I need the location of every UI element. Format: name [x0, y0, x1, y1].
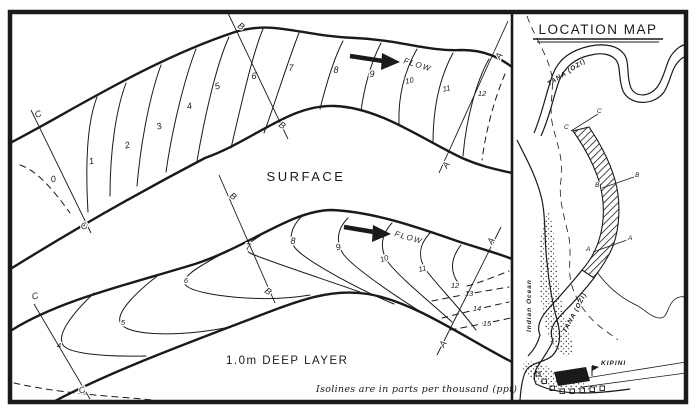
figure-caption: Isolines are in parts per thousand (ppt) [315, 384, 517, 395]
svg-text:11: 11 [417, 263, 427, 274]
deep-flow-arrow: FLOW [343, 224, 424, 246]
svg-text:5: 5 [214, 80, 222, 91]
map-dashed-boundary [526, 15, 619, 341]
kipini-settlement: KIPINI [535, 360, 687, 394]
svg-text:B: B [635, 172, 640, 179]
map-section-ticks: C C B B A A [563, 107, 641, 254]
svg-text:FLOW: FLOW [393, 229, 423, 246]
svg-text:3: 3 [155, 121, 163, 132]
location-map-title: LOCATION MAP [538, 22, 657, 37]
svg-text:C: C [564, 124, 569, 131]
figure-border [7, 9, 689, 405]
surface-isolines [19, 28, 506, 214]
svg-text:0: 0 [50, 174, 57, 185]
building-block [554, 367, 590, 386]
ocean-label: Indian Ocean [526, 279, 533, 332]
sand-spit-stipple [539, 212, 574, 357]
map-river-upper: TANA (OZI) [533, 43, 688, 137]
town-label: KIPINI [601, 360, 626, 367]
road [581, 372, 687, 388]
deep-isolines [61, 215, 512, 357]
svg-text:1: 1 [88, 156, 95, 167]
svg-text:2: 2 [123, 140, 131, 151]
svg-text:B: B [595, 182, 600, 189]
svg-text:4: 4 [186, 101, 193, 112]
svg-text:6: 6 [251, 71, 256, 81]
deep-dashed-shore [13, 382, 153, 401]
svg-text:12: 12 [478, 89, 487, 98]
svg-text:5: 5 [121, 318, 126, 327]
surface-isoline-labels: 0 1 2 3 4 5 6 7 8 9 10 11 12 [48, 62, 488, 187]
svg-text:14: 14 [473, 304, 481, 313]
svg-text:A: A [440, 160, 452, 171]
svg-text:C: C [597, 108, 602, 115]
surface-top-bank [10, 26, 514, 144]
svg-text:A: A [585, 246, 590, 253]
building-squares [535, 371, 605, 394]
svg-text:A: A [627, 235, 632, 242]
svg-text:B: B [228, 190, 239, 202]
surface-section-lines: C C B B A A [30, 10, 509, 234]
svg-text:7: 7 [288, 63, 294, 73]
svg-text:8: 8 [333, 65, 338, 75]
arrow-icon [372, 225, 391, 242]
location-map: LOCATION MAP TANA (OZI) TANA (OZI) India… [516, 15, 688, 401]
svg-text:C: C [30, 290, 40, 302]
deep-bottom-bank [53, 291, 514, 403]
svg-text:6: 6 [184, 276, 189, 285]
svg-text:7: 7 [245, 242, 251, 252]
surface-bottom-bank [10, 104, 514, 270]
svg-text:10: 10 [404, 75, 415, 86]
road [579, 361, 687, 380]
svg-text:11: 11 [442, 83, 451, 93]
svg-text:A: A [485, 236, 497, 247]
svg-text:15: 15 [483, 319, 492, 328]
deep-top-bank [10, 208, 514, 332]
map-river-hatched-reach [572, 126, 620, 279]
flag-icon [592, 365, 599, 371]
svg-text:9: 9 [369, 69, 374, 79]
surface-title: SURFACE [267, 169, 346, 184]
surface-flow-arrow: FLOW [349, 53, 433, 73]
deep-layer-diagram: 4 5 6 7 8 9 10 11 12 13 14 15 B B C C A … [10, 174, 514, 403]
map-coastline: Indian Ocean [516, 139, 600, 401]
surface-diagram: 0 1 2 3 4 5 6 7 8 9 10 11 12 C C B B A A [10, 10, 514, 270]
arrow-icon [381, 53, 400, 70]
svg-text:9: 9 [335, 242, 342, 253]
map-creek [596, 271, 688, 319]
deep-isoline-labels: 4 5 6 7 8 9 10 11 12 13 14 15 [55, 235, 493, 352]
svg-text:8: 8 [290, 236, 295, 246]
svg-text:12: 12 [451, 281, 460, 290]
deep-section-lines: B B C C A A [29, 174, 502, 400]
svg-text:A: A [437, 339, 449, 350]
deep-title: 1.0m DEEP LAYER [226, 355, 348, 367]
svg-text:4: 4 [57, 341, 61, 350]
